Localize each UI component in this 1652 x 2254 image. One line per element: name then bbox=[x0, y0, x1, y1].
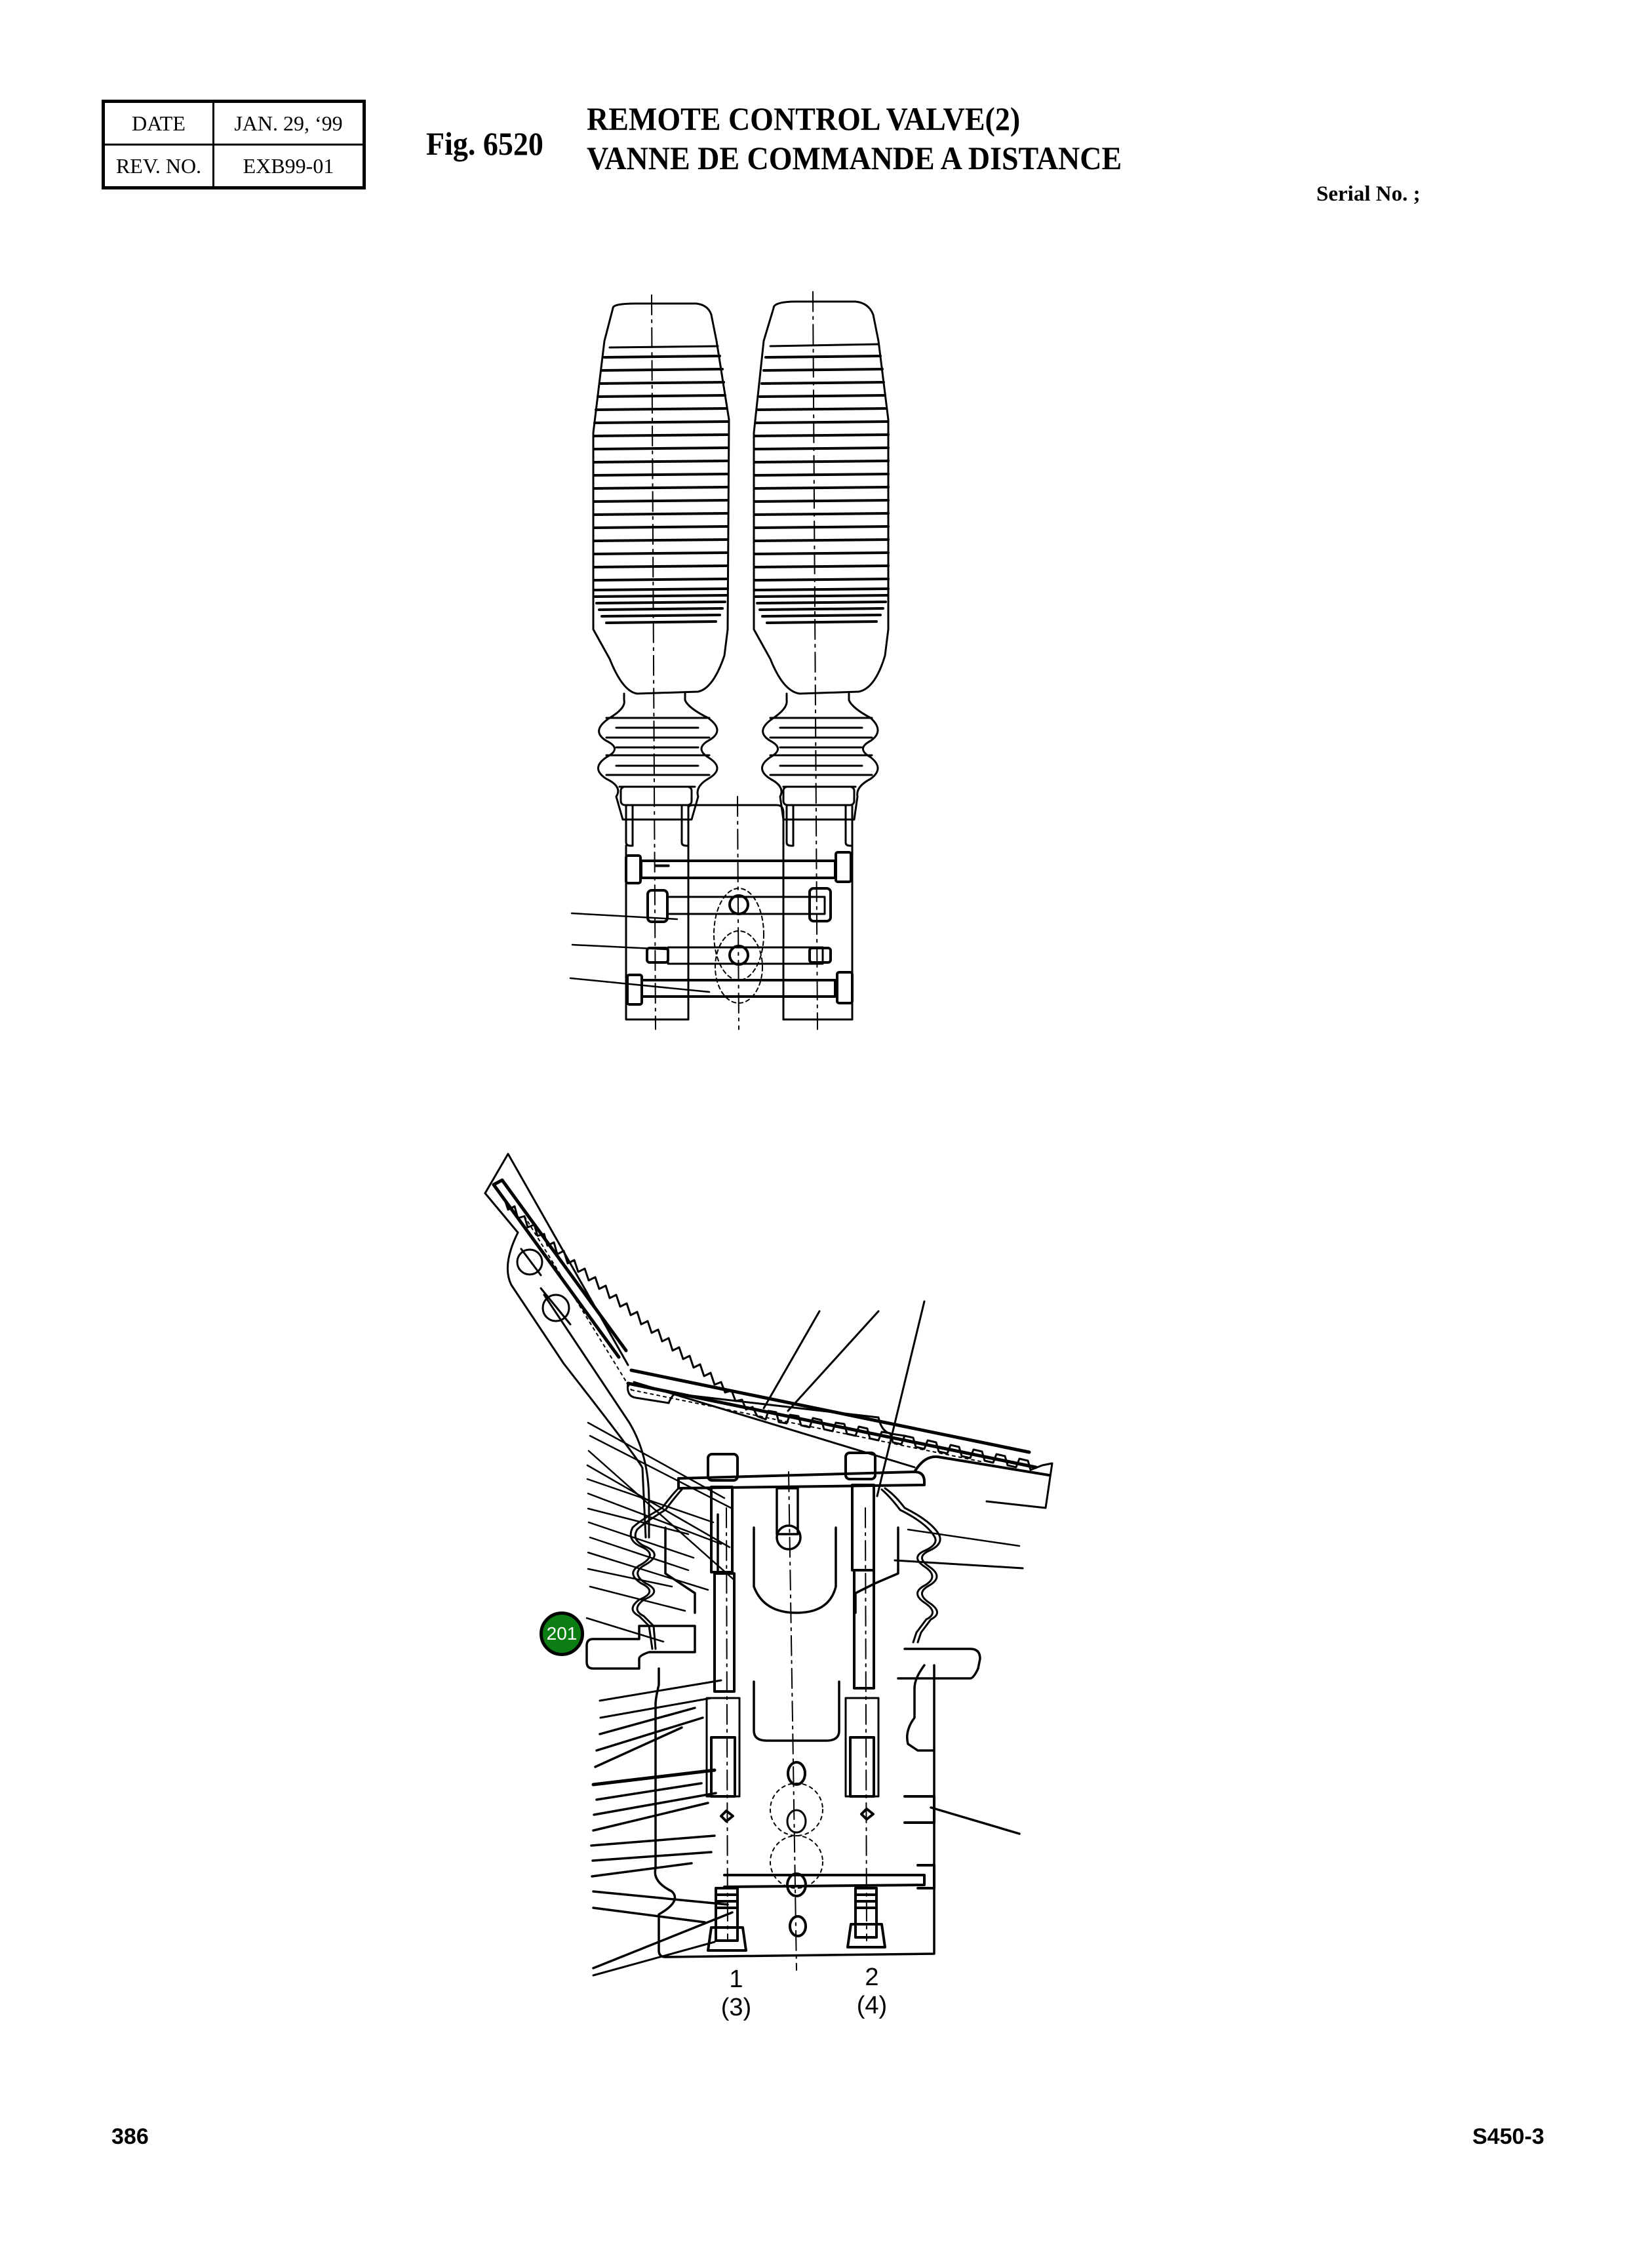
page-number: 386 bbox=[111, 2124, 149, 2149]
joystick-right bbox=[753, 300, 890, 847]
port-1-number: 1 bbox=[729, 1966, 743, 1993]
port-2-alt-number: (4) bbox=[856, 1992, 888, 2019]
date-value: JAN. 29, ‘99 bbox=[212, 100, 365, 146]
pedal-dotted-outline bbox=[524, 1216, 984, 1463]
port-1-alt-number: (3) bbox=[720, 1994, 752, 2021]
leader-lines-upper bbox=[569, 912, 711, 993]
rev-no-value: EXB99-01 bbox=[212, 144, 365, 189]
model-number: S450-3 bbox=[1472, 2124, 1544, 2149]
revision-row-rev-no: REV. NO. EXB99-01 bbox=[102, 144, 365, 189]
joystick-left bbox=[592, 302, 730, 847]
rev-no-label: REV. NO. bbox=[102, 144, 214, 189]
page-title-english: REMOTE CONTROL VALVE(2) bbox=[587, 100, 1021, 137]
leader-lines-left bbox=[585, 1421, 736, 1977]
figure-number: Fig. 6520 bbox=[426, 125, 543, 162]
valve-top-plate bbox=[677, 1452, 1050, 1490]
pedal-bracket bbox=[484, 1153, 650, 1539]
leader-lines-right bbox=[894, 1528, 1024, 1835]
serial-number-label: Serial No. ; bbox=[1316, 182, 1421, 206]
port-label-2: 2 (4) bbox=[846, 1964, 898, 2020]
revision-row-date: DATE JAN. 29, ‘99 bbox=[102, 100, 365, 146]
revision-table: DATE JAN. 29, ‘99 REV. NO. EXB99-01 bbox=[102, 100, 366, 189]
centerlines-lower bbox=[726, 1471, 867, 1971]
centerlines-upper bbox=[651, 291, 818, 1030]
port-2-number: 2 bbox=[865, 1964, 879, 1991]
leader-lines-pedal bbox=[762, 1300, 926, 1497]
callout-badge-201[interactable]: 201 bbox=[540, 1611, 584, 1656]
port-label-1: 1 (3) bbox=[710, 1966, 762, 2022]
date-label: DATE bbox=[102, 100, 214, 146]
plunger-left bbox=[705, 1486, 747, 1952]
boot-right bbox=[880, 1487, 941, 1644]
page-title-french: VANNE DE COMMANDE A DISTANCE bbox=[587, 140, 1122, 176]
central-ports bbox=[723, 1761, 935, 1937]
